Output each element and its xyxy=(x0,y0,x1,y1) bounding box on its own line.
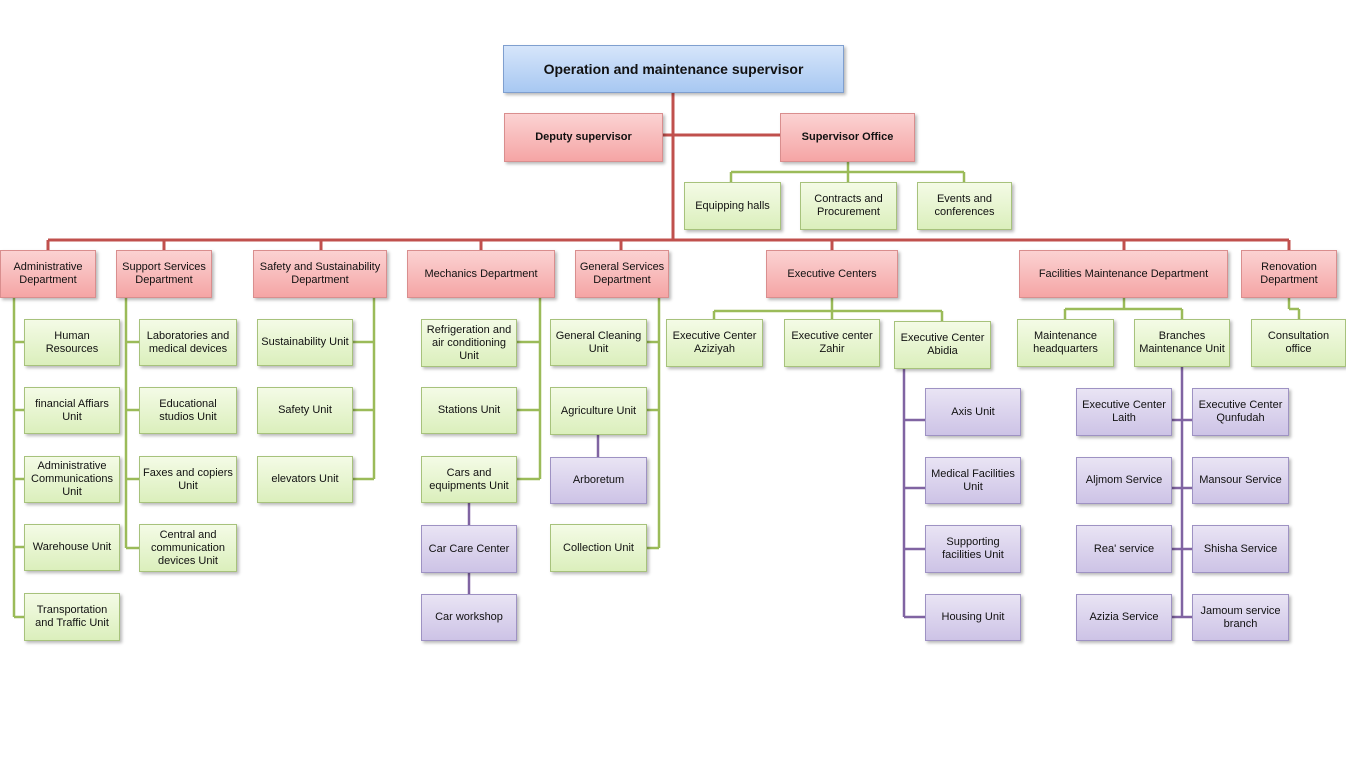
node-general-services-department: General Services Department xyxy=(575,250,669,298)
node-central-communication-devices-unit: Central and communication devices Unit xyxy=(139,524,237,572)
node-consultation-office: Consultation office xyxy=(1251,319,1346,367)
node-laboratories-medical-devices: Laboratories and medical devices xyxy=(139,319,237,366)
node-deputy-supervisor: Deputy supervisor xyxy=(504,113,663,162)
node-safety-unit: Safety Unit xyxy=(257,387,353,434)
node-supervisor-office: Supervisor Office xyxy=(780,113,915,162)
node-supporting-facilities-unit: Supporting facilities Unit xyxy=(925,525,1021,573)
node-faxes-copiers-unit: Faxes and copiers Unit xyxy=(139,456,237,503)
node-administrative-communications-unit: Administrative Communications Unit xyxy=(24,456,120,503)
node-safety-sustainability-department: Safety and Sustainability Department xyxy=(253,250,387,298)
node-agriculture-unit: Agriculture Unit xyxy=(550,387,647,435)
node-warehouse-unit: Warehouse Unit xyxy=(24,524,120,571)
green-connectors xyxy=(12,162,1301,619)
node-aljmom-service: Aljmom Service xyxy=(1076,457,1172,504)
node-stations-unit: Stations Unit xyxy=(421,387,517,434)
node-operation-maintenance-supervisor: Operation and maintenance supervisor xyxy=(503,45,844,93)
node-sustainability-unit: Sustainability Unit xyxy=(257,319,353,366)
node-executive-center-zahir: Executive center Zahir xyxy=(784,319,880,367)
node-human-resources: Human Resources xyxy=(24,319,120,366)
node-executive-center-aziziyah: Executive Center Aziziyah xyxy=(666,319,763,367)
node-executive-center-qunfudah: Executive Center Qunfudah xyxy=(1192,388,1289,436)
purple-connectors xyxy=(467,367,1192,619)
node-transportation-traffic-unit: Transportation and Traffic Unit xyxy=(24,593,120,641)
node-jamoum-service-branch: Jamoum service branch xyxy=(1192,594,1289,641)
node-equipping-halls: Equipping halls xyxy=(684,182,781,230)
node-administrative-department: Administrative Department xyxy=(0,250,96,298)
node-financial-affairs-unit: financial Affiars Unit xyxy=(24,387,120,434)
node-car-care-center: Car Care Center xyxy=(421,525,517,573)
node-medical-facilities-unit: Medical Facilities Unit xyxy=(925,457,1021,504)
node-educational-studios-unit: Educational studios Unit xyxy=(139,387,237,434)
node-arboretum: Arboretum xyxy=(550,457,647,504)
node-elevators-unit: elevators Unit xyxy=(257,456,353,503)
node-refrigeration-air-conditioning-unit: Refrigeration and air conditioning Unit xyxy=(421,319,517,367)
node-contracts-procurement: Contracts and Procurement xyxy=(800,182,897,230)
node-facilities-maintenance-department: Facilities Maintenance Department xyxy=(1019,250,1228,298)
node-cars-equipments-unit: Cars and equipments Unit xyxy=(421,456,517,503)
node-support-services-department: Support Services Department xyxy=(116,250,212,298)
node-car-workshop: Car workshop xyxy=(421,594,517,641)
node-renovation-department: Renovation Department xyxy=(1241,250,1337,298)
node-collection-unit: Collection Unit xyxy=(550,524,647,572)
red-connectors xyxy=(46,93,1291,250)
node-azizia-service: Azizia Service xyxy=(1076,594,1172,641)
node-general-cleaning-unit: General Cleaning Unit xyxy=(550,319,647,366)
node-housing-unit: Housing Unit xyxy=(925,594,1021,641)
node-rea-service: Rea' service xyxy=(1076,525,1172,573)
node-mechanics-department: Mechanics Department xyxy=(407,250,555,298)
node-events-conferences: Events and conferences xyxy=(917,182,1012,230)
node-branches-maintenance-unit: Branches Maintenance Unit xyxy=(1134,319,1230,367)
node-executive-center-laith: Executive Center Laith xyxy=(1076,388,1172,436)
node-maintenance-headquarters: Maintenance headquarters xyxy=(1017,319,1114,367)
node-shisha-service: Shisha Service xyxy=(1192,525,1289,573)
node-executive-centers: Executive Centers xyxy=(766,250,898,298)
node-executive-center-abidia: Executive Center Abidia xyxy=(894,321,991,369)
node-mansour-service: Mansour Service xyxy=(1192,457,1289,504)
node-axis-unit: Axis Unit xyxy=(925,388,1021,436)
